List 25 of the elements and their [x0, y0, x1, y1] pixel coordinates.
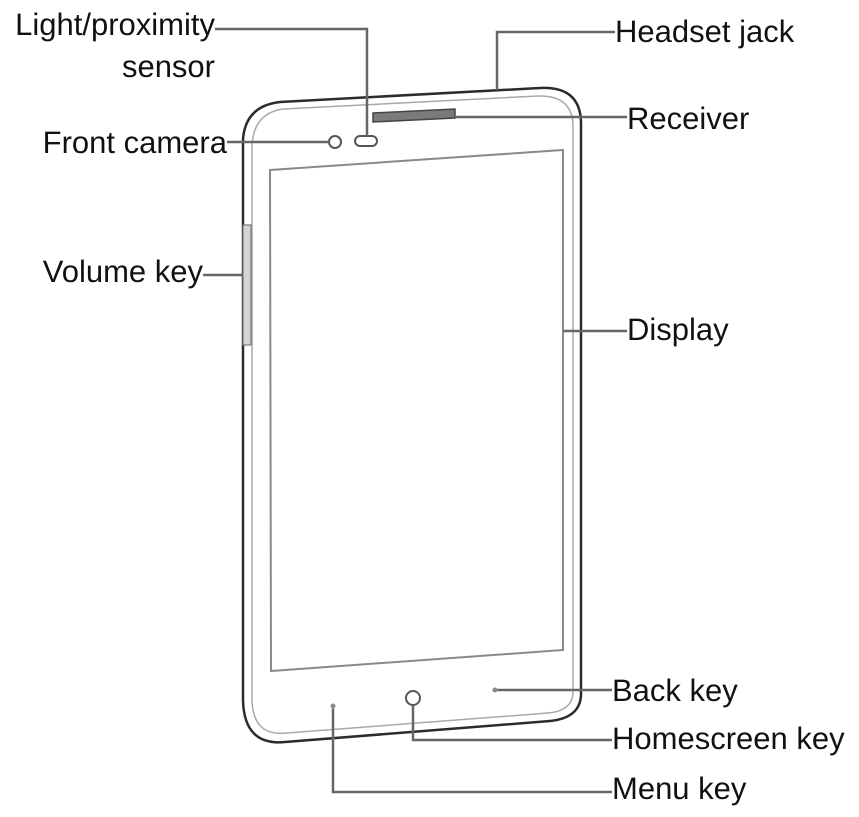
- camera-lens: [328, 135, 342, 149]
- leader-line: [215, 28, 368, 136]
- part-label: Back key: [612, 673, 738, 709]
- home-button: [405, 690, 421, 706]
- part-label: Display: [627, 312, 729, 348]
- leader-line: [455, 116, 627, 118]
- leader-line: [498, 688, 612, 692]
- part-label: Headset jack: [615, 14, 794, 50]
- sensor-window: [354, 135, 378, 147]
- speaker-grille: [372, 108, 456, 123]
- side-button: [242, 224, 252, 346]
- leader-line: [332, 708, 612, 794]
- part-label: Receiver: [627, 101, 750, 137]
- part-label: Volume key: [42, 254, 203, 290]
- key-dot: [330, 704, 336, 708]
- leader-line: [563, 330, 627, 332]
- key-dot: [492, 688, 498, 692]
- leader-line: [412, 705, 612, 742]
- part-label: Front camera: [42, 125, 227, 161]
- part-label: Menu key: [612, 771, 746, 807]
- leader-line: [203, 274, 243, 276]
- screen: [269, 148, 564, 672]
- leader-line: [496, 30, 615, 90]
- part-label: Light/proximity sensor: [0, 4, 215, 88]
- part-label: Homescreen key: [612, 721, 845, 757]
